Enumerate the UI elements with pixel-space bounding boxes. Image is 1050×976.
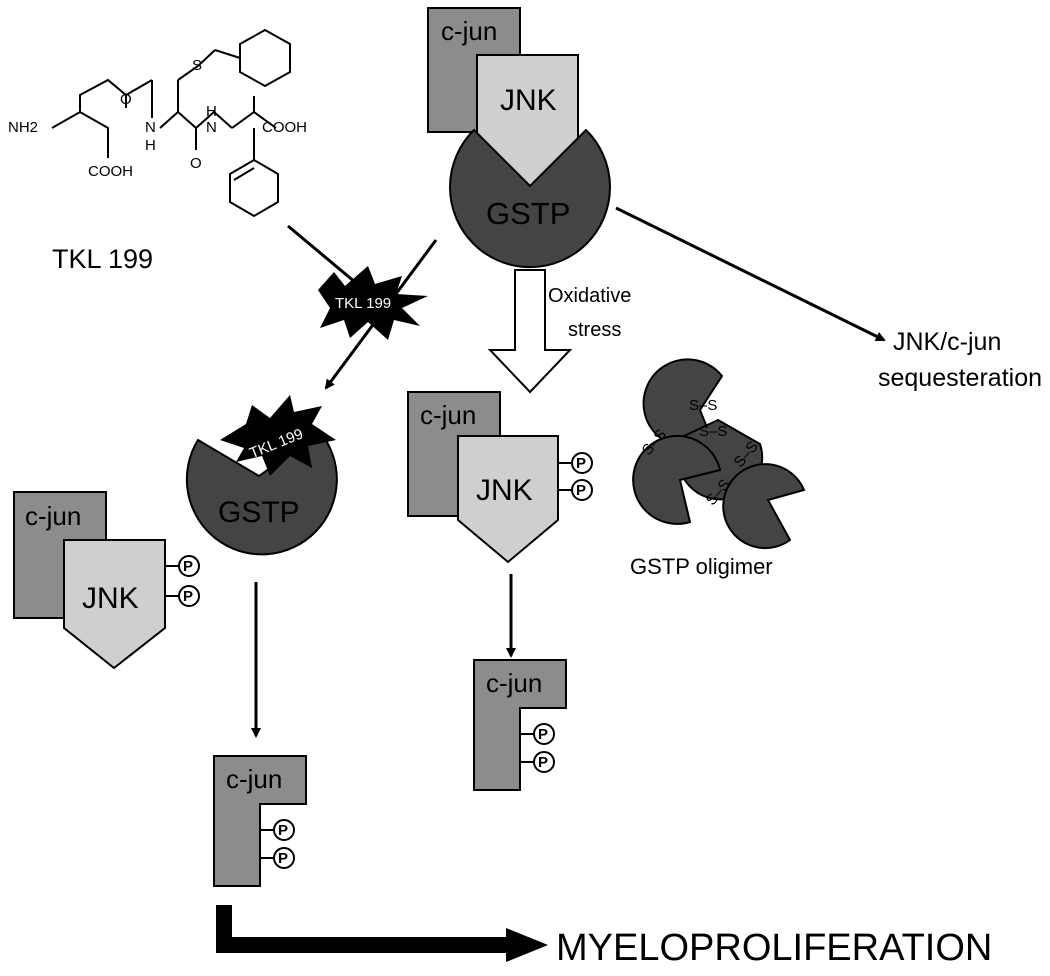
bond-chain-2 — [79, 78, 153, 112]
complex-top: c-jun JNK GSTP — [427, 7, 611, 269]
phospho-mid-1-label: P — [576, 455, 586, 472]
gstp-top-label: GSTP — [486, 196, 570, 231]
outcome-label: MYELOPROLIFERATION — [556, 927, 992, 969]
sequestration-label-1: JNK/c-jun — [893, 328, 1001, 356]
phenyl-ring-top — [239, 28, 291, 88]
tkl199-burst-top-label: TKL 199 — [335, 295, 391, 312]
bond-chain-3 — [159, 110, 233, 130]
jnk-mid-label: JNK — [476, 474, 533, 507]
oligomer-unit-3 — [632, 434, 722, 525]
cjun-free-mid-shape — [473, 659, 567, 791]
cjun-mid-label: c-jun — [420, 400, 476, 430]
jnk-left-label: JNK — [82, 582, 139, 615]
cjun-left-label: c-jun — [25, 501, 81, 531]
phospho-free-mid-1-label: P — [538, 726, 548, 743]
tkl199-structure — [51, 28, 291, 218]
phospho-free-mid-2 — [533, 751, 555, 773]
phospho-free-left-1-label: P — [278, 822, 288, 839]
bond-chain-1 — [51, 110, 109, 158]
disulfide-2: S–S — [699, 423, 727, 440]
phospho-mid-1 — [571, 452, 593, 474]
phospho-free-left-2-label: P — [278, 850, 288, 867]
phospho-left-2 — [178, 585, 200, 607]
gstp-left-label: GSTP — [218, 496, 300, 529]
cjun-free-mid: c-jun P P — [473, 659, 567, 791]
bond-s-ring — [214, 49, 241, 59]
phospho-free-mid-2-label: P — [538, 754, 548, 771]
atom-o2: O — [190, 155, 202, 172]
tkl199-burst-top: TKL 199 — [318, 266, 428, 340]
atom-o1: O — [120, 91, 132, 108]
phospho-left-1 — [178, 555, 200, 577]
phenyl-ring-bottom — [229, 158, 279, 218]
phospho-free-mid-1 — [533, 723, 555, 745]
cjun-free-left-label: c-jun — [226, 764, 282, 794]
atom-nh2: NH2 — [8, 119, 38, 136]
oxidative-stress-arrow — [487, 269, 573, 394]
arrow-myeloproliferation-shaft — [216, 905, 510, 953]
sequestration-label-2: sequesteration — [878, 364, 1042, 392]
arrow-sequestration — [615, 206, 886, 342]
atom-cooh1: COOH — [88, 163, 133, 180]
oxidative-label-2: stress — [568, 319, 621, 341]
cjun-free-left-shape — [213, 755, 307, 887]
phospho-free-left-1 — [273, 819, 295, 841]
atom-s: S — [192, 57, 202, 74]
phospho-left-1-label: P — [183, 558, 193, 575]
atom-h1: H — [145, 137, 156, 154]
atom-n1: N — [145, 119, 156, 136]
jnk-top-label: JNK — [500, 84, 557, 117]
arrow-myeloproliferation-head — [506, 928, 548, 962]
atom-n2: N — [206, 119, 217, 136]
atom-h2: H — [206, 103, 217, 120]
tkl199-atoms: NH2 COOH O N H O S N H COOH — [8, 57, 307, 180]
gstp-oligomer: S–S S–S S–S S–S S–S GSTP oligimer — [630, 358, 806, 579]
bond-s — [177, 49, 216, 81]
oligomer-unit-4 — [722, 463, 806, 550]
gstp-left — [185, 430, 338, 556]
tkl199-name: TKL 199 — [52, 244, 153, 274]
tkl199-burst-bound — [220, 395, 336, 476]
phospho-mid-2 — [571, 479, 593, 501]
cjun-free-left: c-jun P P — [213, 755, 307, 887]
cjun-free-mid-label: c-jun — [486, 668, 542, 698]
jnk-mid — [457, 435, 559, 564]
gstp-top — [449, 128, 611, 269]
gstp-inhibited: GSTP TKL 199 — [185, 395, 338, 556]
complex-left: c-jun JNK P P — [13, 491, 200, 670]
complex-middle: c-jun JNK P P — [407, 391, 593, 564]
phospho-mid-2-label: P — [576, 482, 586, 499]
oxidative-label-1: Oxidative — [548, 285, 631, 307]
phospho-left-2-label: P — [183, 588, 193, 605]
aromatic-bond — [233, 167, 255, 181]
phospho-free-left-2 — [273, 847, 295, 869]
disulfide-1: S–S — [689, 397, 717, 414]
oligomer-label: GSTP oligimer — [630, 554, 773, 579]
jnk-left — [63, 539, 166, 670]
atom-cooh2: COOH — [262, 119, 307, 136]
cjun-top-label: c-jun — [441, 16, 497, 46]
